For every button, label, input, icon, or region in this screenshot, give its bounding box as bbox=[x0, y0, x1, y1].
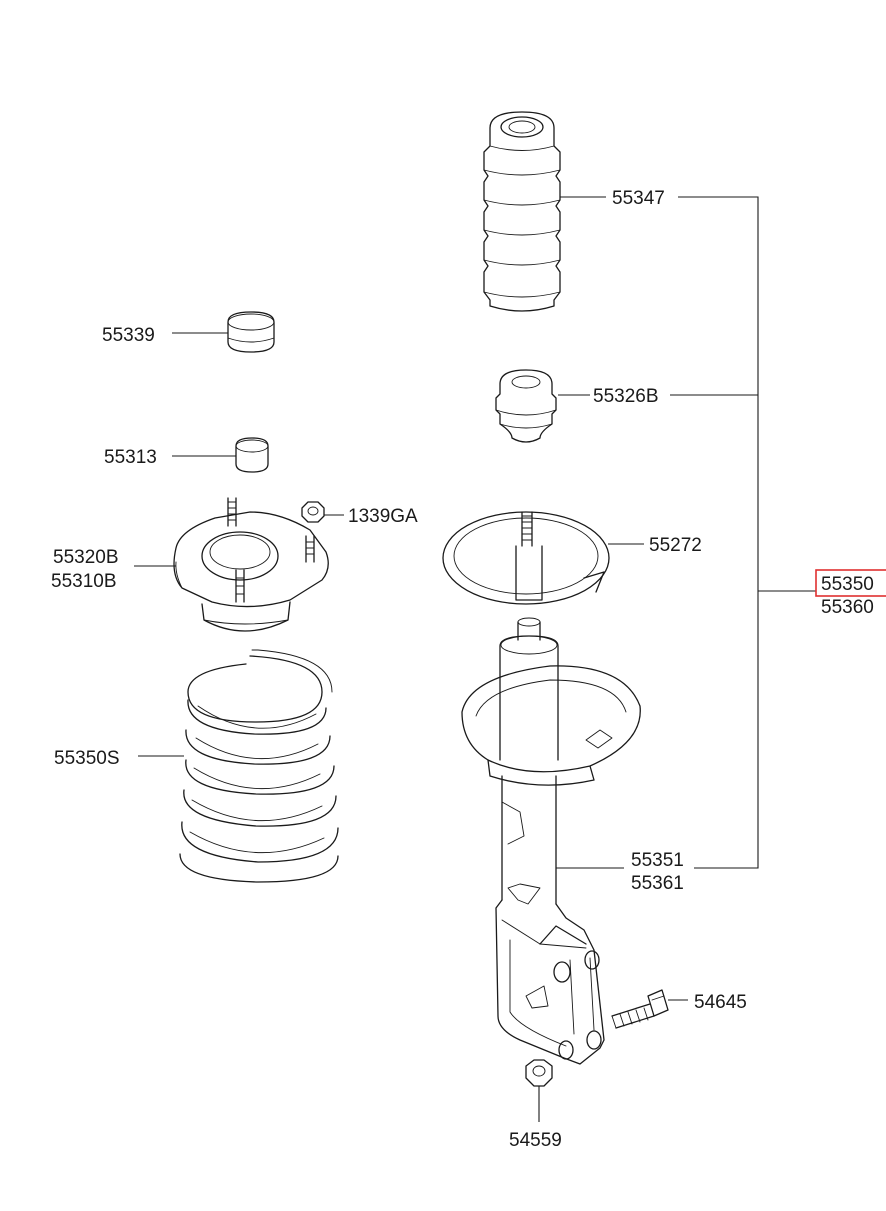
label-55313[interactable]: 55313 bbox=[104, 447, 157, 468]
label-55361[interactable]: 55361 bbox=[631, 873, 684, 894]
label-55350s[interactable]: 55350S bbox=[54, 748, 120, 769]
dust-cover-part[interactable] bbox=[483, 111, 561, 312]
coil-spring-part[interactable] bbox=[179, 649, 339, 883]
nut-part[interactable] bbox=[525, 1059, 553, 1087]
flange-nut-part[interactable] bbox=[301, 501, 325, 523]
spacer-part[interactable] bbox=[235, 437, 269, 473]
cap-part[interactable] bbox=[227, 311, 275, 353]
label-55339[interactable]: 55339 bbox=[102, 325, 155, 346]
label-55272[interactable]: 55272 bbox=[649, 535, 702, 556]
label-55320b[interactable]: 55320B bbox=[53, 547, 119, 568]
label-55326b[interactable]: 55326B bbox=[593, 386, 659, 407]
bolt-part[interactable] bbox=[611, 989, 669, 1029]
bump-stopper-part[interactable] bbox=[495, 369, 557, 443]
strut-mount-part[interactable] bbox=[173, 497, 329, 632]
highlight-box bbox=[815, 569, 886, 597]
strut-body-part[interactable] bbox=[461, 617, 641, 1065]
label-55360[interactable]: 55360 bbox=[821, 597, 874, 618]
label-54559[interactable]: 54559 bbox=[509, 1130, 562, 1151]
label-55310b[interactable]: 55310B bbox=[51, 571, 117, 592]
label-1339ga[interactable]: 1339GA bbox=[348, 506, 418, 527]
spring-pad-part[interactable] bbox=[442, 511, 610, 605]
label-55347[interactable]: 55347 bbox=[612, 188, 665, 209]
label-54645[interactable]: 54645 bbox=[694, 992, 747, 1013]
leader-lines bbox=[134, 196, 816, 1122]
label-55351[interactable]: 55351 bbox=[631, 850, 684, 871]
label-55350[interactable]: 55350 bbox=[821, 574, 874, 595]
